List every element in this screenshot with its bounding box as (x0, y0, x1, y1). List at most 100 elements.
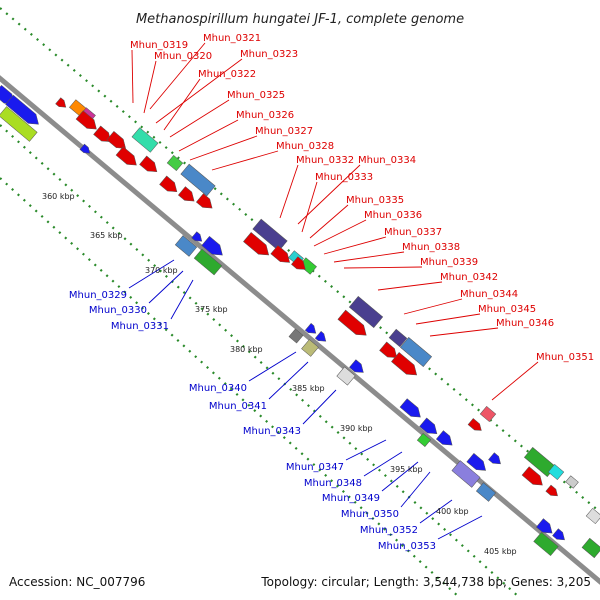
gene-box (174, 235, 198, 257)
gene-feature (301, 339, 319, 357)
forward-label-leader (429, 327, 499, 337)
forward-gene-label: Mhun_0327 (255, 126, 313, 137)
reverse-label-leader (381, 461, 419, 492)
gene-arrow (79, 143, 91, 154)
forward-label-leader (178, 119, 239, 152)
reverse-gene-label: Mhun_0343 (243, 426, 301, 437)
gene-arrow (93, 125, 112, 143)
gene-arrow (159, 175, 178, 193)
forward-label-leader (279, 164, 299, 219)
gene-feature (535, 518, 553, 534)
gene-box (388, 328, 408, 348)
reverse-gene-label: Mhun_0340 (189, 383, 247, 394)
gene-feature (391, 352, 418, 376)
gene-feature (166, 154, 184, 172)
gene-arrow (106, 131, 126, 149)
kbp-tick-label: 360 kbp (42, 192, 75, 201)
gene-feature (547, 463, 565, 481)
gene-feature (488, 452, 501, 465)
gene-feature (435, 430, 453, 446)
gene-feature (314, 330, 327, 342)
gene-feature (419, 417, 438, 435)
gene-arrow (243, 232, 270, 256)
gene-box (252, 218, 288, 252)
forward-gene-label: Mhun_0336 (364, 210, 422, 221)
forward-gene-label: Mhun_0338 (402, 242, 460, 253)
reverse-gene-label: Mhun_0349 (322, 493, 380, 504)
forward-label-leader (313, 219, 367, 247)
gene-feature (291, 256, 306, 270)
forward-gene-label: Mhun_0321 (203, 33, 261, 44)
forward-label-leader (323, 236, 387, 255)
gene-feature (521, 466, 543, 486)
gene-arrow (379, 341, 398, 359)
gene-box (193, 248, 223, 276)
forward-gene-label: Mhun_0337 (384, 227, 442, 238)
gene-box (336, 366, 356, 386)
gene-feature (252, 218, 288, 252)
reverse-label-leader (345, 439, 387, 461)
gene-feature (399, 398, 421, 418)
gene-feature (479, 405, 497, 423)
forward-gene-label: Mhun_0326 (236, 110, 294, 121)
gene-feature (533, 531, 559, 557)
forward-gene-label: Mhun_0342 (440, 272, 498, 283)
kbp-tick-label: 375 kbp (195, 305, 228, 314)
gene-feature (545, 484, 558, 497)
forward-label-leader (211, 150, 279, 171)
gene-feature (191, 231, 203, 242)
gene-arrow (115, 146, 137, 166)
gene-arrow (488, 452, 501, 465)
forward-gene-label: Mhun_0335 (346, 195, 404, 206)
reverse-gene-label: Mhun_0350 (341, 509, 399, 520)
gene-feature (79, 143, 91, 154)
gene-arrow (55, 97, 67, 108)
gene-arrow (195, 193, 213, 209)
forward-label-leader (343, 266, 423, 269)
gene-box (475, 482, 497, 502)
forward-label-leader (377, 281, 443, 291)
forward-label-leader (189, 135, 258, 161)
kbp-tick-label: 405 kbp (484, 547, 517, 556)
forward-label-leader (155, 58, 243, 124)
forward-gene-label: Mhun_0332 (296, 155, 354, 166)
gene-box (399, 337, 433, 367)
gene-feature (348, 296, 384, 328)
reverse-label-leader (437, 515, 483, 540)
forward-label-leader (403, 298, 463, 315)
gene-box (131, 127, 159, 153)
forward-gene-label: Mhun_0344 (460, 289, 518, 300)
gene-feature (475, 482, 497, 502)
reverse-label-leader (128, 259, 175, 289)
reverse-label-leader (268, 361, 309, 400)
forward-gene-label: Mhun_0339 (420, 257, 478, 268)
forward-gene-label: Mhun_0346 (496, 318, 554, 329)
kbp-tick-label: 400 kbp (436, 507, 469, 516)
forward-label-leader (149, 42, 206, 110)
reverse-gene-label: Mhun_0330 (89, 305, 147, 316)
gene-box (479, 405, 497, 423)
gene-feature (288, 328, 304, 344)
gene-arrow (521, 466, 543, 486)
gene-arrow (419, 417, 438, 435)
kbp-tick-label: 380 kbp (230, 345, 263, 354)
label-leader-layer (128, 42, 539, 540)
gene-feature (349, 359, 364, 373)
gene-arrow (337, 309, 367, 336)
gene-arrow (535, 518, 553, 534)
forward-label-leader (143, 60, 157, 114)
gene-arrow (552, 528, 565, 541)
gene-arrow (349, 359, 364, 373)
gene-arrow (5, 94, 39, 125)
gene-arrow (139, 155, 158, 173)
forward-gene-label: Mhun_0333 (315, 172, 373, 183)
gene-box (166, 154, 184, 172)
gene-feature (93, 125, 112, 143)
forward-label-leader (301, 181, 318, 233)
gene-box (288, 328, 304, 344)
gene-box (581, 537, 600, 559)
gene-layer (0, 84, 600, 559)
reverse-label-leader (148, 270, 184, 304)
reverse-gene-label: Mhun_0352 (360, 525, 418, 536)
